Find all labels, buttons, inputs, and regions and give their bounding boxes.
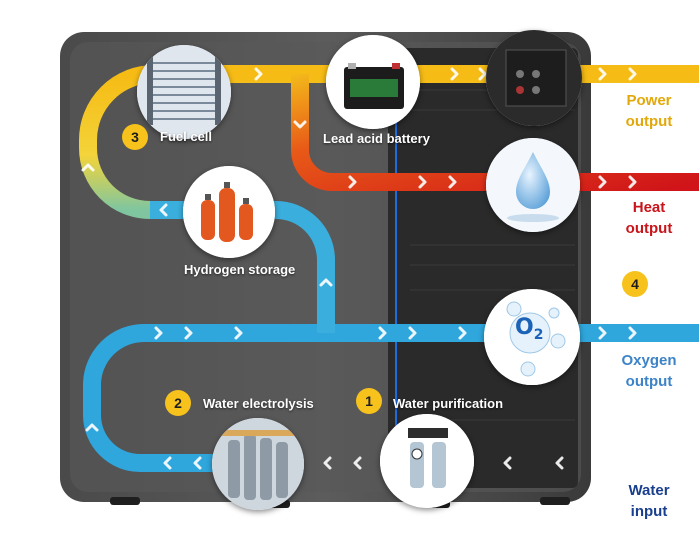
electrolysis-label: Water electrolysis xyxy=(203,396,314,411)
battery-label: Lead acid battery xyxy=(323,131,430,146)
battery-image xyxy=(326,35,420,129)
fuel-cell-image xyxy=(137,45,231,139)
heat-output-line2: output xyxy=(625,220,673,237)
oxygen-output-label: Oxygen output xyxy=(604,350,694,392)
purification-image xyxy=(380,414,474,508)
step-1-badge: 1 xyxy=(356,388,382,414)
step-4-badge: 4 xyxy=(622,271,648,297)
purification-label: Water purification xyxy=(393,396,504,411)
heat-flow-path xyxy=(291,74,699,191)
hydrogen-storage-label: Hydrogen storage xyxy=(184,262,296,277)
water-input-label: Water input xyxy=(604,480,694,522)
oxygen-symbol: O2 xyxy=(515,315,543,343)
power-flow-path xyxy=(79,65,699,219)
power-output-label: Power output xyxy=(604,90,694,132)
power-panel-image xyxy=(486,30,582,126)
oxygen-output-line1: Oxygen xyxy=(621,352,677,369)
step-3-badge: 3 xyxy=(122,124,148,150)
electrolysis-flow-path xyxy=(83,324,699,472)
water-input-line2: input xyxy=(630,503,668,520)
hydrogen-storage-image xyxy=(183,166,275,258)
oxygen-symbol-subscript: 2 xyxy=(533,327,544,343)
oxygen-image xyxy=(484,289,580,385)
power-output-line1: Power xyxy=(626,92,672,109)
oxygen-output-line2: output xyxy=(625,373,673,390)
power-output-line2: output xyxy=(625,113,673,130)
step-2-badge: 2 xyxy=(165,390,191,416)
heat-output-line1: Heat xyxy=(632,199,666,216)
heat-output-label: Heat output xyxy=(604,197,694,239)
water-input-line1: Water xyxy=(628,482,670,499)
heat-droplet-image xyxy=(486,138,580,232)
oxygen-symbol-letter: O xyxy=(515,315,534,340)
hydrogen-flow-path xyxy=(150,201,335,333)
fuel-cell-label: Fuel cell xyxy=(160,129,213,144)
electrolysis-image xyxy=(212,418,304,510)
